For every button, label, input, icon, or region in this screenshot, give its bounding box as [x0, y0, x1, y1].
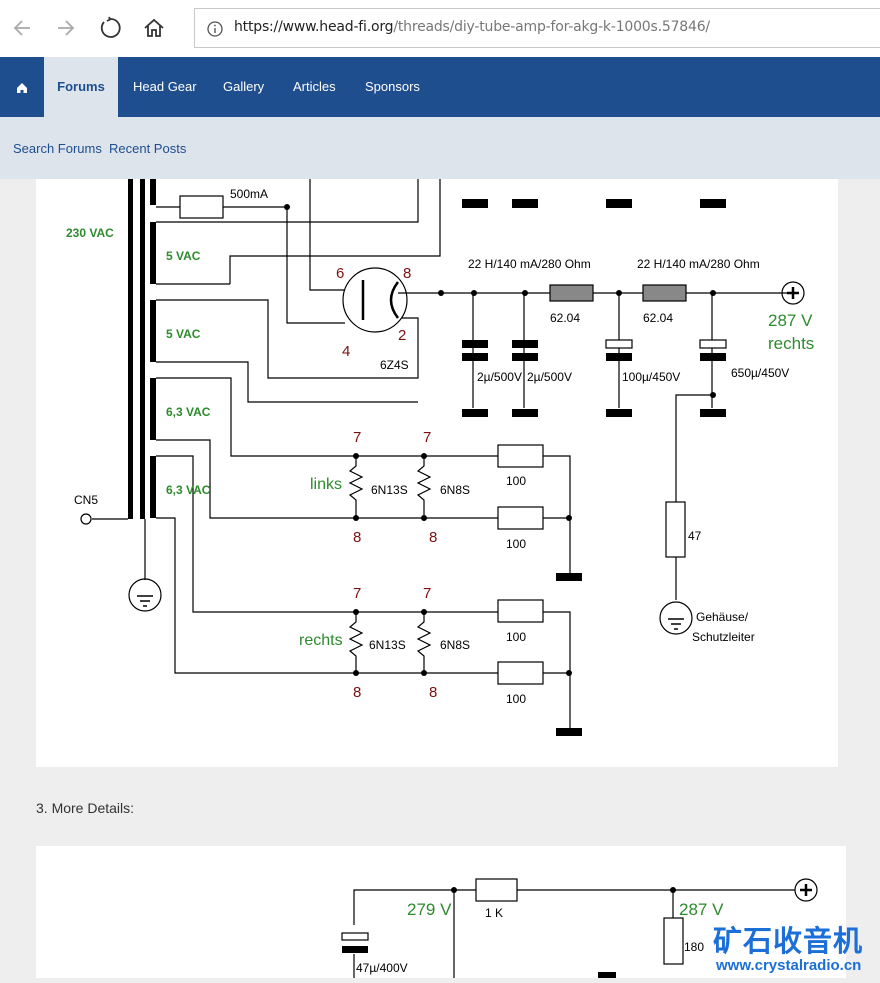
pin-label: 7	[423, 429, 431, 446]
voltage-label: 287 V	[679, 900, 724, 919]
pin-label: 8	[353, 684, 361, 701]
mains-label: 230 VAC	[66, 226, 114, 240]
winding-label: 6,3 VAC	[166, 483, 211, 497]
rectifier-label: 6Z4S	[380, 358, 409, 372]
resistor-label: 180	[684, 940, 704, 954]
address-bar[interactable]: https://www.head-fi.org/threads/diy-tube…	[194, 8, 880, 48]
url-text: https://www.head-fi.org/threads/diy-tube…	[234, 19, 710, 35]
pin-label: 8	[429, 529, 437, 546]
cap-label: 2µ/500V	[527, 370, 572, 384]
tube-label: 6N8S	[440, 483, 470, 497]
tab-forums[interactable]: Forums	[44, 57, 118, 117]
home-icon	[17, 82, 27, 93]
pin-label: 2	[398, 327, 406, 344]
power-supply-schematic: 500mA 230 VAC 5 VAC 5 VAC 6,3 VAC 6,3 VA…	[66, 179, 814, 736]
recent-posts-link[interactable]: Recent Posts	[109, 141, 187, 156]
resistor-label: 100	[506, 630, 526, 644]
winding-label: 5 VAC	[166, 249, 201, 263]
home-browser-button[interactable]	[140, 14, 168, 42]
choke-id: 62.04	[550, 311, 580, 325]
tube-label: 6N13S	[369, 638, 406, 652]
cap-label: 100µ/450V	[622, 370, 680, 384]
resistor-label: 1 K	[485, 906, 503, 920]
tube-label: 6N13S	[371, 483, 408, 497]
tab-articles[interactable]: Articles	[293, 79, 336, 94]
ground-label: Schutzleiter	[692, 630, 755, 644]
resistor-label: 100	[506, 537, 526, 551]
ground-label: Gehäuse/	[696, 610, 749, 624]
choke-id: 62.04	[643, 311, 673, 325]
tab-gallery[interactable]: Gallery	[223, 79, 265, 94]
resistor-label: 47	[688, 529, 702, 543]
output-voltage: 287 V	[768, 311, 813, 330]
arrow-right-icon	[58, 20, 75, 36]
choke-label: 22 H/140 mA/280 Ohm	[637, 257, 760, 271]
channel-label: links	[310, 476, 342, 493]
schematic-image: 500mA 230 VAC 5 VAC 5 VAC 6,3 VAC 6,3 VA…	[36, 179, 838, 767]
cap-label: 2µ/500V	[477, 370, 522, 384]
choke-label: 22 H/140 mA/280 Ohm	[468, 257, 591, 271]
pin-label: 8	[353, 529, 361, 546]
info-icon	[207, 21, 223, 37]
tube-label: 6N8S	[440, 638, 470, 652]
watermark-title: 矿石收音机	[713, 926, 864, 958]
pin-label: 6	[336, 265, 344, 282]
winding-label: 5 VAC	[166, 327, 201, 341]
nav-home[interactable]	[0, 57, 44, 117]
cap-label: 650µ/450V	[731, 366, 789, 380]
reload-icon	[100, 16, 121, 38]
home-icon	[144, 18, 164, 37]
pin-label: 8	[403, 265, 411, 282]
forward-button[interactable]	[52, 14, 80, 42]
connector-label: CN5	[74, 493, 98, 507]
watermark-url: www.crystalradio.cn	[716, 957, 862, 974]
main-nav: Forums Head Gear Gallery Articles Sponso…	[0, 57, 880, 117]
tab-head-gear[interactable]: Head Gear	[133, 79, 197, 94]
fuse-label: 500mA	[230, 187, 268, 201]
output-label: rechts	[768, 334, 814, 353]
schematic-image-2: 279 V 287 V 1 K 180 47µ/400V	[36, 846, 846, 978]
section-heading: 3. More Details:	[36, 800, 135, 816]
voltage-label: 279 V	[407, 900, 452, 919]
reload-button[interactable]	[96, 14, 124, 42]
channel-label: rechts	[299, 632, 343, 649]
arrow-left-icon	[13, 20, 30, 36]
search-forums-link[interactable]: Search Forums	[13, 141, 102, 156]
browser-toolbar: https://www.head-fi.org/threads/diy-tube…	[0, 0, 880, 57]
back-button[interactable]	[8, 14, 36, 42]
pin-label: 7	[353, 585, 361, 602]
tab-sponsors[interactable]: Sponsors	[365, 79, 420, 94]
cap-label: 47µ/400V	[356, 961, 408, 975]
winding-label: 6,3 VAC	[166, 405, 211, 419]
pin-label: 8	[429, 684, 437, 701]
detail-schematic: 279 V 287 V 1 K 180 47µ/400V	[341, 878, 818, 978]
pin-label: 4	[342, 343, 350, 360]
resistor-label: 100	[506, 474, 526, 488]
pin-label: 7	[423, 585, 431, 602]
sub-nav: Search Forums Recent Posts	[0, 117, 880, 179]
resistor-label: 100	[506, 692, 526, 706]
pin-label: 7	[353, 429, 361, 446]
